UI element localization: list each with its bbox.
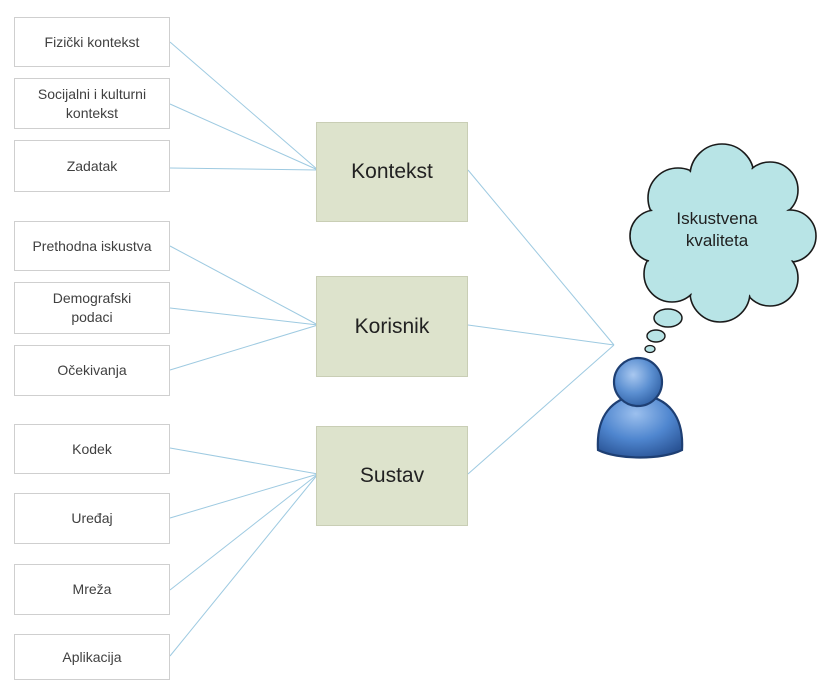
connector-demografski xyxy=(169,307,319,326)
category-korisnik: Korisnik xyxy=(316,276,468,377)
connector-kodek xyxy=(169,447,319,475)
factor-mreza: Mreža xyxy=(14,564,170,615)
factor-fizicki-kontekst: Fizički kontekst xyxy=(14,17,170,67)
thought-bubble-label: Iskustvena kvaliteta xyxy=(676,209,758,250)
connector-fizicki-kontekst xyxy=(169,41,319,171)
connector-socijalni-kontekst xyxy=(169,103,319,171)
connector-ocekivanja xyxy=(169,324,319,371)
factor-socijalni-i-kulturni-kontekst: Socijalni i kulturni kontekst xyxy=(14,78,170,129)
connector-uredaj xyxy=(169,473,319,519)
factor-uredaj: Uređaj xyxy=(14,493,170,544)
connector-aplikacija xyxy=(169,473,319,657)
factor-zadatak: Zadatak xyxy=(14,140,170,192)
connector-mreza xyxy=(169,473,319,591)
connector-prethodna-iskustva xyxy=(169,245,319,326)
factor-kodek: Kodek xyxy=(14,424,170,474)
user-person-icon xyxy=(596,356,684,459)
thought-cloud-icon xyxy=(629,143,817,354)
category-sustav: Sustav xyxy=(316,426,468,526)
factor-demografski-podaci: Demografski podaci xyxy=(14,282,170,334)
factor-ocekivanja: Očekivanja xyxy=(14,345,170,396)
connector-sustav-user xyxy=(467,344,615,475)
connector-korisnik-user xyxy=(467,324,615,346)
connector-zadatak xyxy=(169,167,319,171)
category-kontekst: Kontekst xyxy=(316,122,468,222)
connector-kontekst-user xyxy=(467,169,615,346)
factor-aplikacija: Aplikacija xyxy=(14,634,170,680)
factor-prethodna-iskustva: Prethodna iskustva xyxy=(14,221,170,271)
